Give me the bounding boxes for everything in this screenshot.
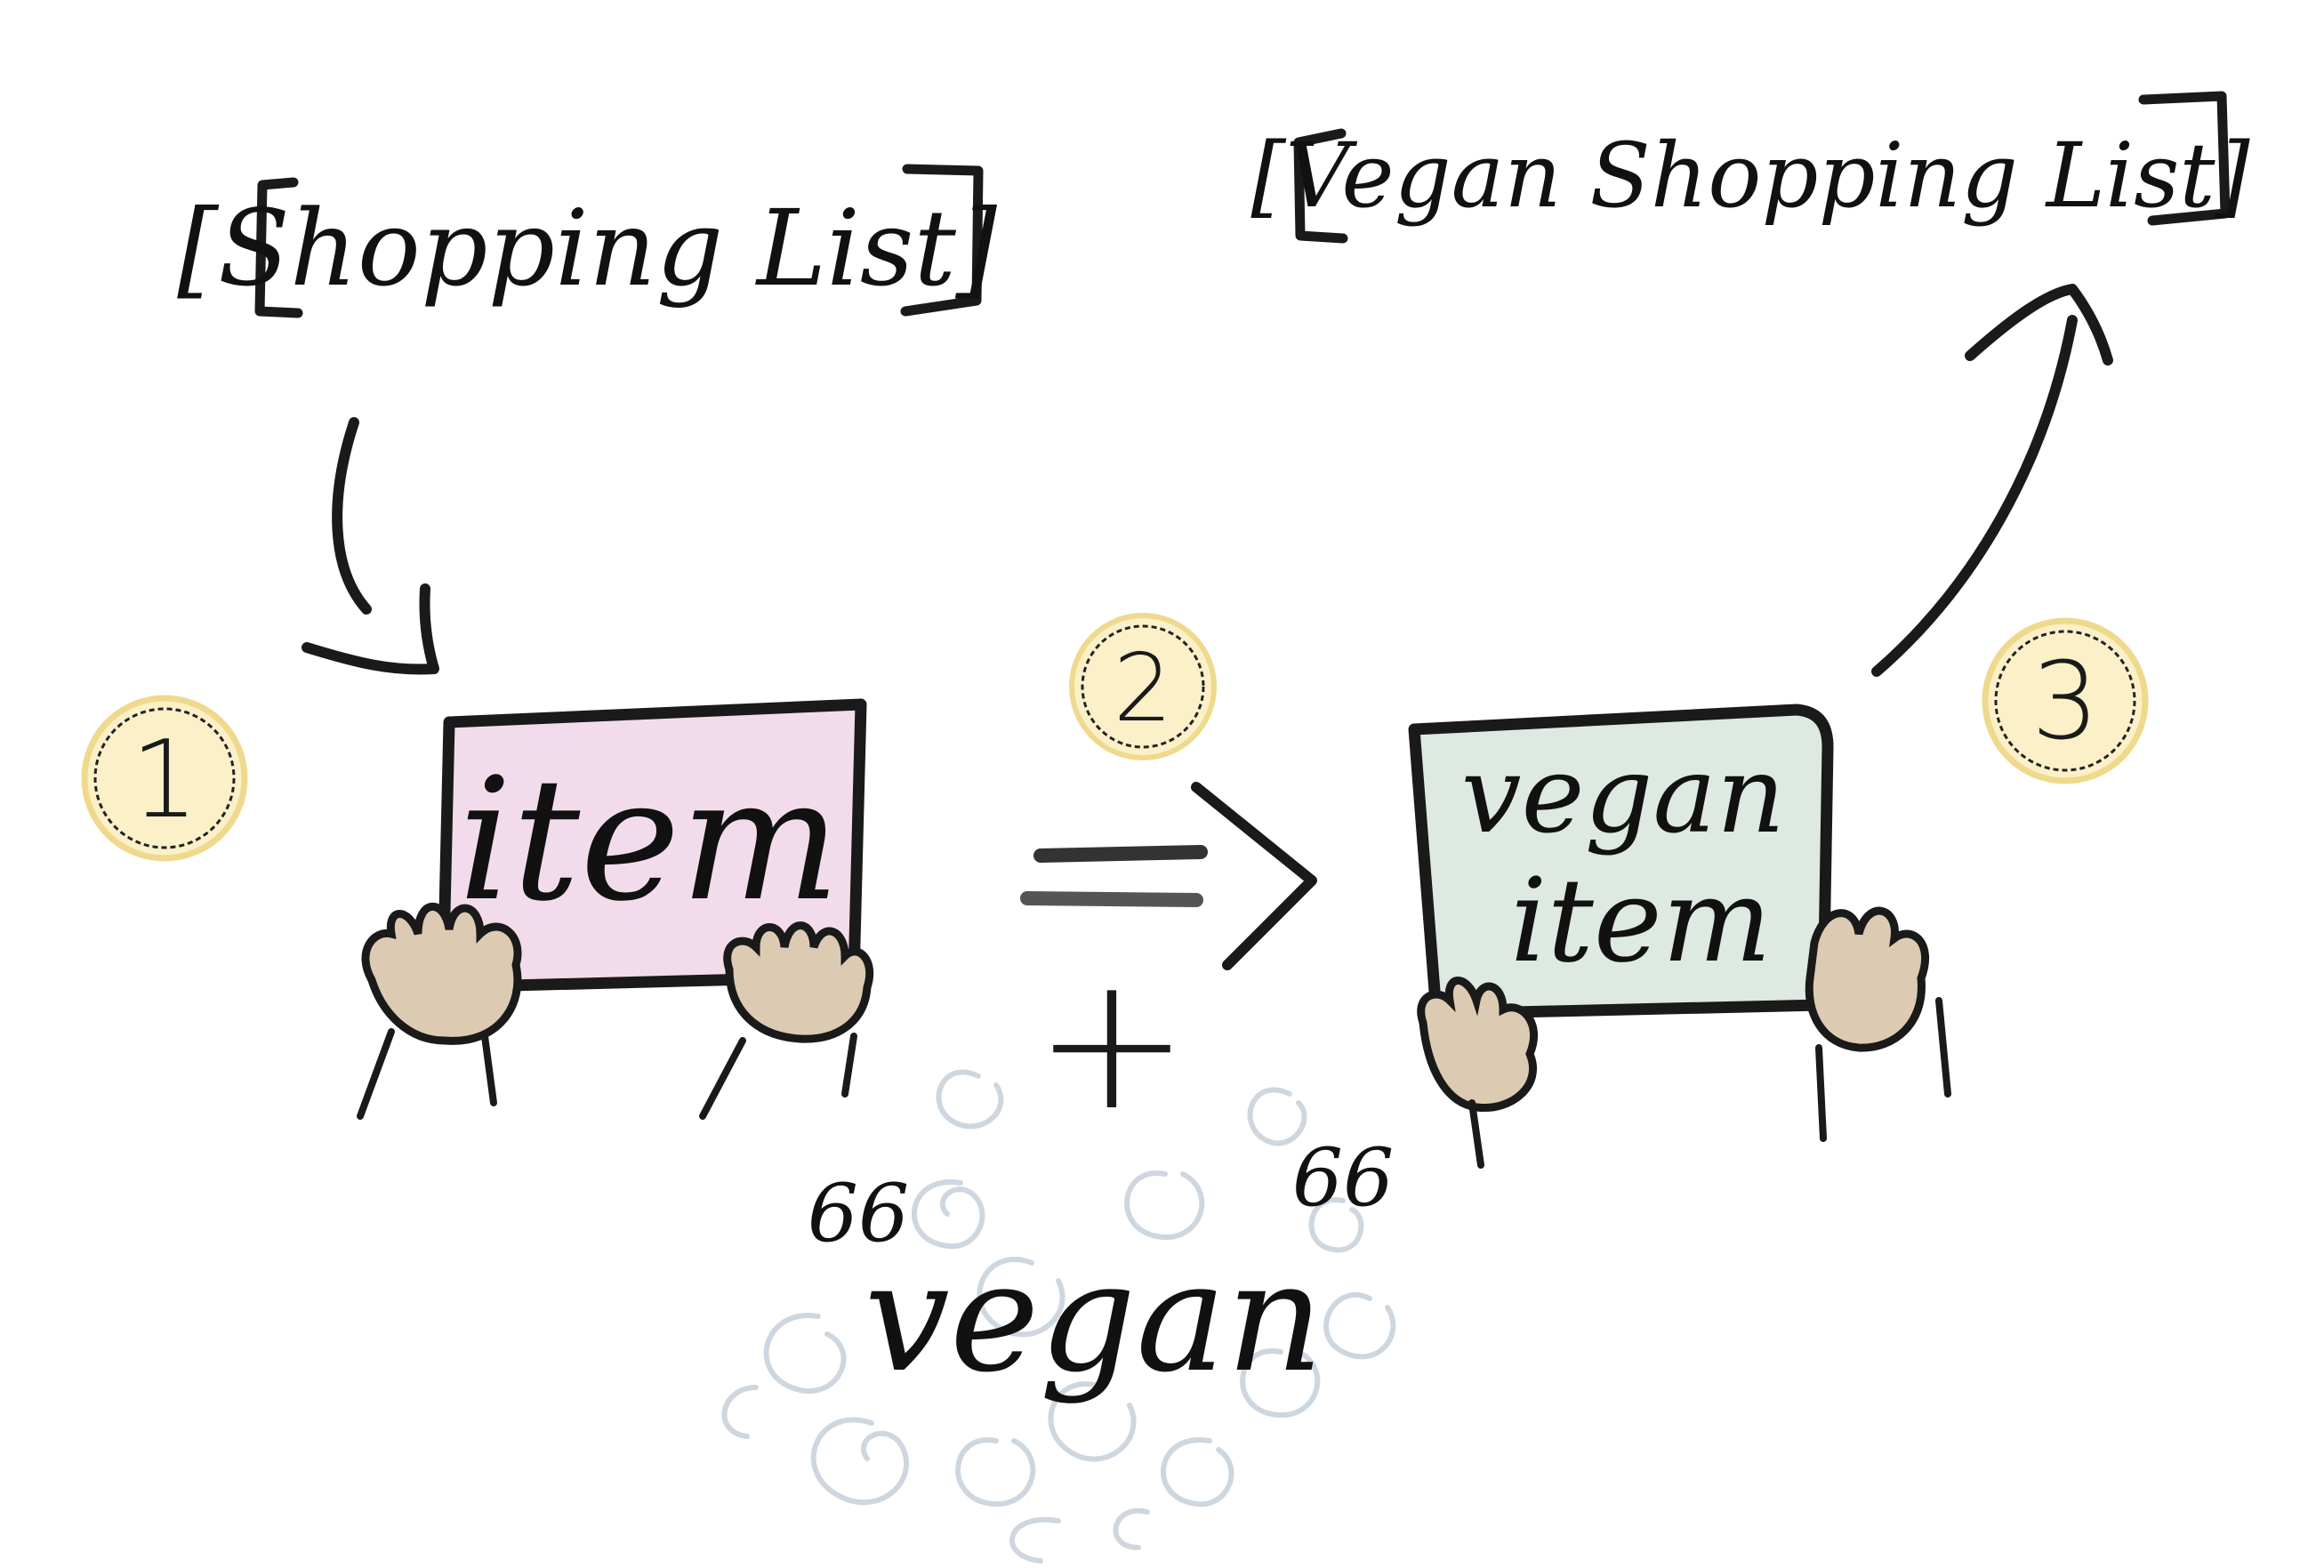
vegan-card-line-1: vegan <box>1461 734 1785 857</box>
step-badge-2: 2 <box>1069 613 1217 760</box>
source-list-label: [Shopping List] <box>177 164 998 318</box>
step-number: 1 <box>131 719 198 842</box>
arrow-down-icon <box>302 417 439 675</box>
open-quote-mark: 66 <box>808 1167 910 1260</box>
step-number: 2 <box>1114 634 1173 743</box>
step-badge-3: 3 <box>1982 617 2149 784</box>
right-bracket-icon <box>900 164 984 317</box>
step-number: 3 <box>2031 640 2099 764</box>
arrow-up-icon <box>1871 284 2113 677</box>
vegan-card-line-2: item <box>1510 853 1772 988</box>
swirl-cloud-icon <box>721 1069 1396 1564</box>
prompt-word: vegan <box>864 1230 1323 1406</box>
plus-sign: + <box>1033 934 1190 1152</box>
prompt-cloud: + 66 99 vegan <box>721 934 1396 1564</box>
step-badge-1: 1 <box>81 695 248 862</box>
item-card-text: item <box>458 742 840 938</box>
close-quote-mark: 99 <box>1292 1128 1395 1221</box>
hands-icon <box>357 902 874 1120</box>
left-bracket-icon <box>1293 128 1348 244</box>
vegan-item-card: vegan item <box>1408 704 1834 1020</box>
transform-arrow-icon <box>1020 782 1317 970</box>
left-bracket-icon <box>254 177 303 318</box>
target-list-text: [Vegan Shopping List] <box>1250 124 2250 228</box>
target-list-label: [Vegan Shopping List] <box>1250 91 2251 244</box>
hands-icon <box>1417 906 1951 1169</box>
source-list-text: [Shopping List] <box>177 187 998 310</box>
right-bracket-icon <box>2138 91 2231 226</box>
